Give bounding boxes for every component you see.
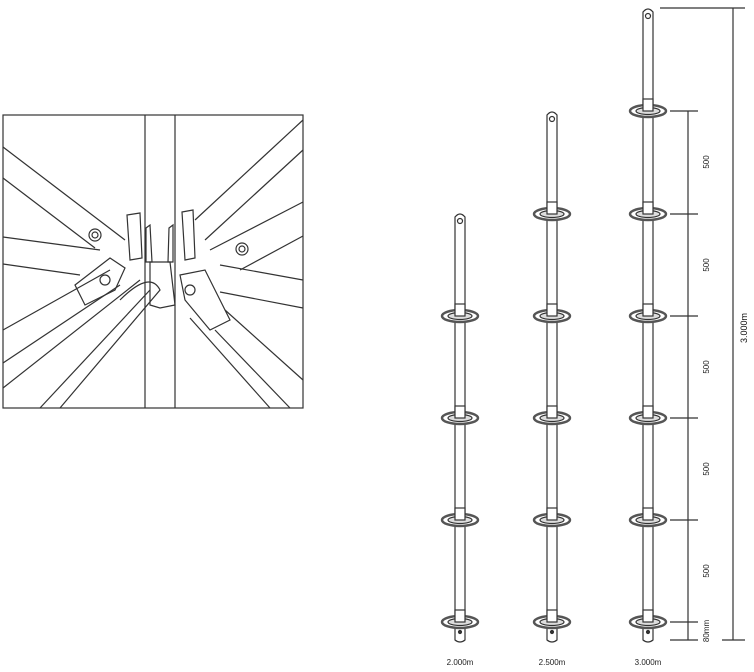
overall-height-label: 3.000m <box>739 313 749 343</box>
standard-label: 3.000m <box>635 658 662 667</box>
rosette <box>628 201 668 222</box>
segment-length-label: 500 <box>702 360 711 374</box>
standard-label: 2.500m <box>539 658 566 667</box>
rosette-node-detail <box>2 114 304 409</box>
rosette <box>532 201 572 222</box>
rosette <box>440 405 480 426</box>
rosette <box>440 609 480 630</box>
standard-label: 2.000m <box>447 658 474 667</box>
standard-pole <box>440 213 480 643</box>
rosette <box>628 405 668 426</box>
rosette <box>440 507 480 528</box>
rosette <box>628 303 668 324</box>
dimension-lines <box>660 7 745 641</box>
rosette <box>628 98 668 119</box>
rosette <box>628 507 668 528</box>
rosette <box>532 609 572 630</box>
segment-length-label: 500 <box>702 564 711 578</box>
base-offset-label: 80mm <box>702 620 711 643</box>
segment-length-label: 500 <box>702 462 711 476</box>
rosette <box>440 303 480 324</box>
rosette <box>532 507 572 528</box>
rosette <box>532 405 572 426</box>
rosette <box>532 303 572 324</box>
standard-pole <box>532 111 572 643</box>
standard-pole <box>628 8 668 643</box>
rosette <box>628 609 668 630</box>
segment-length-label: 500 <box>702 258 711 272</box>
segment-length-label: 500 <box>702 155 711 169</box>
